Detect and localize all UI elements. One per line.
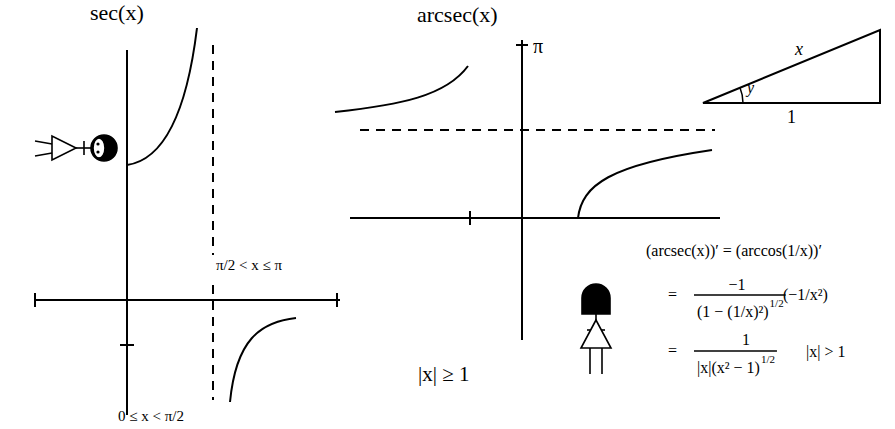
angle-label: y — [747, 80, 754, 96]
fraction-bars — [694, 295, 786, 351]
arcsec-graph — [335, 40, 720, 340]
arcsec-curve — [578, 150, 712, 218]
fraction-numerator: 1 — [742, 332, 750, 348]
domain-note: π/2 < x ≤ π — [216, 258, 282, 273]
figure-dress — [52, 136, 76, 160]
domain-condition: |x| > 1 — [806, 344, 845, 360]
sec-curve — [127, 28, 197, 165]
fraction-bar — [694, 294, 786, 295]
domain-note: 0 ≤ x < π/2 — [118, 409, 184, 424]
right-triangle — [703, 30, 880, 103]
y-axis — [521, 40, 523, 340]
figure-leg — [35, 141, 52, 144]
figure-arms — [83, 141, 85, 155]
fraction-denominator: |x|(x² − 1) — [697, 360, 760, 376]
x-axis — [35, 299, 340, 301]
asymptote-line — [212, 45, 214, 255]
formula-sign: = — [668, 343, 677, 359]
figure-eye — [96, 142, 99, 145]
figure-hair — [582, 284, 610, 314]
derivative-formula: (arcsec(x))′ = (arccos(1/x))′ — [646, 243, 822, 259]
sec-curve — [230, 318, 296, 402]
axis-value: π — [533, 36, 543, 56]
standing-figure — [581, 284, 611, 374]
figure-leg — [35, 153, 52, 156]
lying-figure — [35, 135, 117, 161]
asymptote-line — [212, 285, 214, 400]
y-axis — [126, 50, 128, 415]
exponent: 1/2 — [761, 354, 775, 365]
domain-note: |x| ≥ 1 — [418, 364, 469, 385]
asymptote-line — [360, 129, 715, 131]
exponent: 1/2 — [770, 298, 784, 309]
fraction-numerator: −1 — [728, 277, 745, 293]
axis-tick — [34, 293, 36, 307]
arcsec-curve — [335, 66, 468, 112]
fraction-bar — [694, 350, 777, 351]
figure-hair — [91, 135, 117, 161]
figure-eye — [96, 150, 99, 153]
angle-arc — [740, 88, 743, 103]
graph-title: sec(x) — [90, 2, 144, 24]
sec-graph — [35, 28, 340, 415]
triangle-outline — [703, 30, 880, 103]
side-label: 1 — [787, 108, 796, 126]
formula-sign: = — [668, 287, 677, 303]
figure-face — [93, 138, 105, 158]
fraction-denominator: (1 − (1/x)²) — [697, 304, 769, 320]
axis-tick — [469, 211, 471, 225]
figure-leg — [601, 348, 603, 374]
side-label: x — [795, 40, 803, 58]
axis-tick — [516, 44, 528, 46]
graph-title: arcsec(x) — [417, 4, 498, 26]
x-axis — [350, 217, 720, 219]
figure-dress — [581, 320, 611, 348]
axis-tick — [120, 344, 134, 346]
figure-leg — [589, 348, 591, 374]
axis-tick — [336, 293, 338, 307]
formula-factor: (−1/x²) — [783, 287, 828, 303]
